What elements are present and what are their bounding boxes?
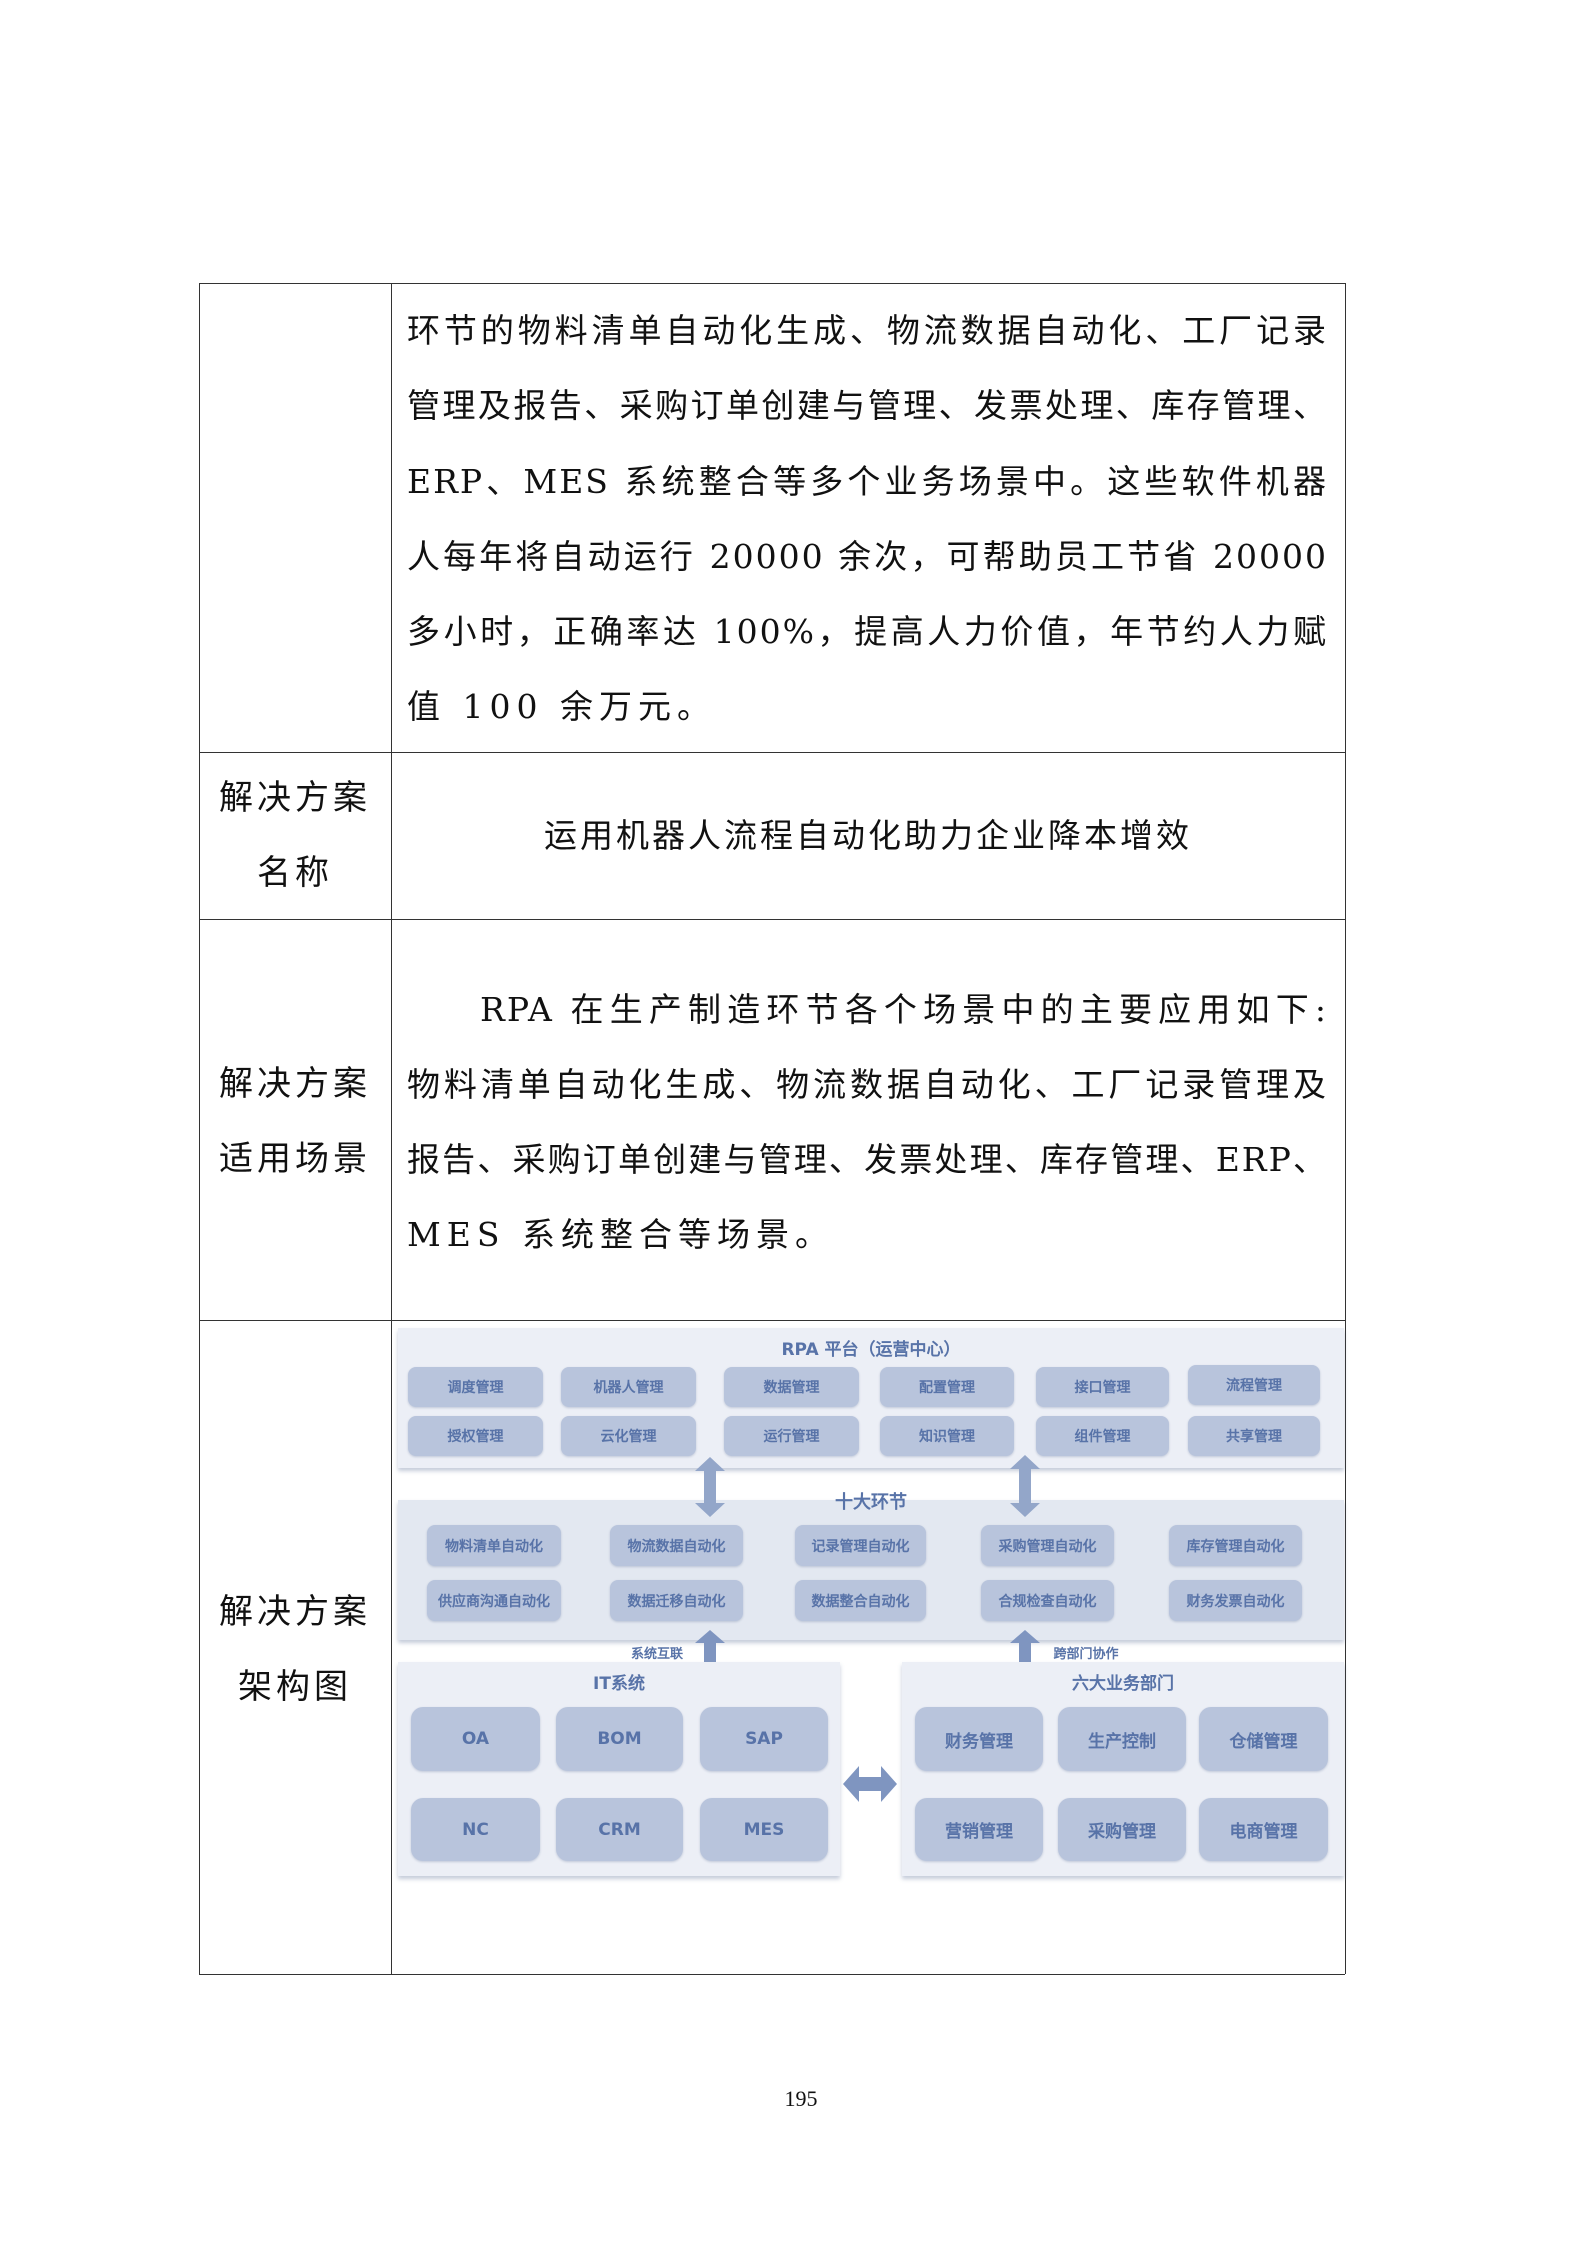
department-item: 财务管理 <box>915 1707 1043 1771</box>
stage-item: 库存管理自动化 <box>1169 1525 1302 1566</box>
it-item: NC <box>411 1798 540 1861</box>
stage-item: 记录管理自动化 <box>795 1525 926 1566</box>
platform-item: 流程管理 <box>1188 1365 1320 1405</box>
link-label-system: 系统互联 <box>630 1647 683 1662</box>
text-line: MES 系统整合等场景。 <box>407 1215 834 1254</box>
double-arrow-vertical-icon <box>1010 1455 1040 1517</box>
platform-item: 云化管理 <box>561 1416 696 1456</box>
platform-item: 机器人管理 <box>561 1367 696 1407</box>
platform-item: 接口管理 <box>1036 1367 1169 1407</box>
stage-item: 物流数据自动化 <box>610 1525 743 1566</box>
row-label: 适用场景 <box>219 1139 371 1179</box>
stage-item: 财务发票自动化 <box>1169 1580 1302 1621</box>
row-label: 架构图 <box>238 1667 352 1707</box>
department-item: 营销管理 <box>915 1798 1043 1861</box>
department-item: 采购管理 <box>1058 1798 1186 1861</box>
text-line: ERP、MES 系统整合等多个业务场景中。这些软件机器 <box>407 462 1328 501</box>
departments-title: 六大业务部门 <box>1072 1674 1174 1694</box>
double-arrow-horizontal-icon <box>843 1766 897 1802</box>
ten-stages-title: 十大环节 <box>835 1492 907 1513</box>
row-divider <box>199 919 1345 920</box>
row-divider <box>199 752 1345 753</box>
it-item: SAP <box>700 1707 828 1771</box>
table-border-top <box>199 283 1345 284</box>
text-line: 管理及报告、采购订单创建与管理、发票处理、库存管理、 <box>407 386 1328 425</box>
column-divider <box>391 283 392 1974</box>
platform-item: 数据管理 <box>724 1367 859 1407</box>
row-divider <box>199 1320 1345 1321</box>
text-line: 物料清单自动化生成、物流数据自动化、工厂记录管理及 <box>407 1065 1328 1104</box>
platform-item: 运行管理 <box>724 1416 859 1456</box>
platform-item: 共享管理 <box>1188 1416 1320 1456</box>
department-item: 电商管理 <box>1199 1798 1328 1861</box>
text-line: 环节的物料清单自动化生成、物流数据自动化、工厂记录 <box>407 311 1328 350</box>
rpa-platform-panel <box>398 1328 1344 1468</box>
text-line: 人每年将自动运行 20000 余次，可帮助员工节省 20000 <box>407 537 1328 576</box>
stage-item: 供应商沟通自动化 <box>427 1580 561 1621</box>
stage-item: 数据整合自动化 <box>795 1580 926 1621</box>
row-label: 解决方案 <box>219 1064 371 1104</box>
it-systems-title: IT系统 <box>593 1674 645 1694</box>
it-item: BOM <box>556 1707 683 1771</box>
department-item: 生产控制 <box>1058 1707 1186 1771</box>
platform-item: 调度管理 <box>408 1367 543 1407</box>
it-item: OA <box>411 1707 540 1771</box>
stage-item: 采购管理自动化 <box>981 1525 1114 1566</box>
it-item: MES <box>700 1798 828 1861</box>
solution-name: 运用机器人流程自动化助力企业降本增效 <box>544 816 1192 855</box>
platform-item: 知识管理 <box>880 1416 1014 1456</box>
stage-item: 物料清单自动化 <box>427 1525 561 1566</box>
text-line: 值 100 余万元。 <box>407 687 716 726</box>
text-line: 报告、采购订单创建与管理、发票处理、库存管理、ERP、 <box>407 1140 1328 1179</box>
stage-item: 数据迁移自动化 <box>610 1580 743 1621</box>
double-arrow-vertical-icon <box>695 1457 725 1517</box>
platform-item: 授权管理 <box>408 1416 543 1456</box>
row-label: 名称 <box>257 853 333 893</box>
text-line: 多小时，正确率达 100%，提高人力价值，年节约人力赋 <box>407 612 1328 651</box>
department-item: 仓储管理 <box>1199 1707 1328 1771</box>
platform-item: 配置管理 <box>880 1367 1014 1407</box>
page-number: 195 <box>784 2086 818 2111</box>
text-line: RPA 在生产制造环节各个场景中的主要应用如下: <box>480 990 1328 1029</box>
rpa-platform-title: RPA 平台（运营中心） <box>781 1340 961 1360</box>
table-border-bottom <box>199 1974 1345 1975</box>
table-border-left <box>199 283 200 1974</box>
row-label: 解决方案 <box>219 1592 371 1632</box>
row-label: 解决方案 <box>219 778 371 818</box>
stage-item: 合规检查自动化 <box>981 1580 1114 1621</box>
it-item: CRM <box>556 1798 683 1861</box>
table-border-right <box>1345 283 1346 1974</box>
link-label-department: 跨部门协作 <box>1053 1647 1119 1662</box>
platform-item: 组件管理 <box>1036 1416 1169 1456</box>
